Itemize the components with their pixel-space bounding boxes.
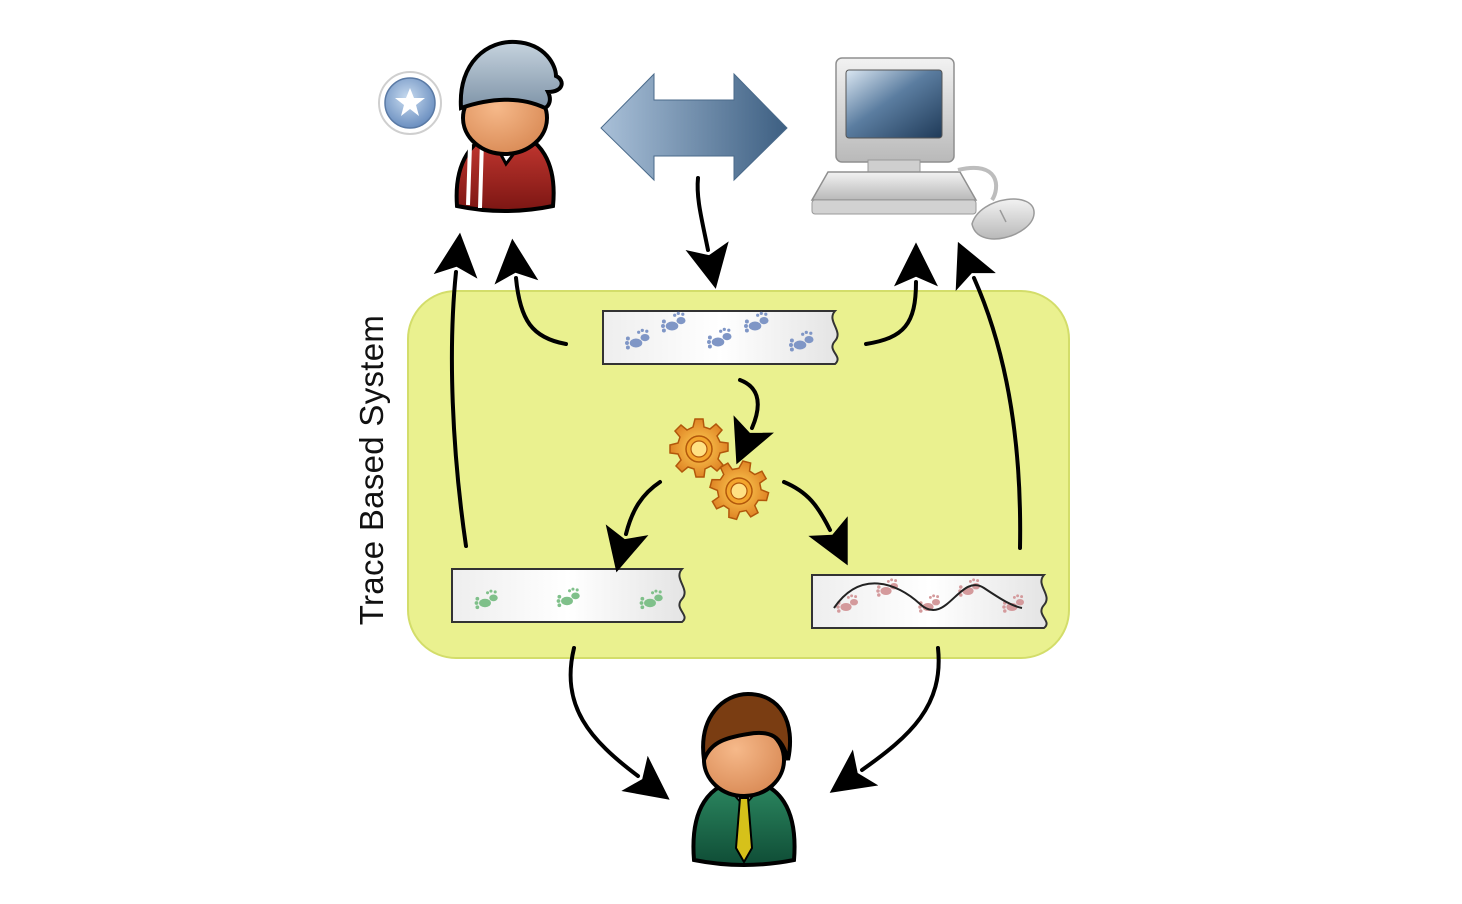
analysed-trace-icon xyxy=(811,574,1048,629)
arrow-analysed-to-analyst xyxy=(829,646,941,793)
user-icon xyxy=(454,39,564,213)
arrow-gears-to-analysed xyxy=(782,480,848,566)
flow-arrows xyxy=(433,176,1023,800)
interaction-double-arrow-icon xyxy=(600,72,788,182)
arrow-trace-to-user xyxy=(494,238,568,346)
trace-based-system-label: Trace Based System xyxy=(353,314,390,626)
desktop-computer-icon xyxy=(810,57,1035,240)
arrow-analysed-to-computer xyxy=(955,241,1023,550)
arrow-transformed-to-user xyxy=(433,232,478,548)
arrow-trace-to-computer xyxy=(864,242,938,346)
star-badge-icon xyxy=(378,71,442,135)
arrow-trace-to-gears xyxy=(733,378,774,465)
arrow-gears-to-transformed xyxy=(605,480,662,573)
arrow-interaction-to-trace xyxy=(685,176,729,289)
analyst-icon xyxy=(691,691,797,867)
primary-trace-icon xyxy=(602,310,839,365)
arrow-transformed-to-analyst xyxy=(568,646,670,800)
transformed-trace-icon xyxy=(451,568,686,623)
